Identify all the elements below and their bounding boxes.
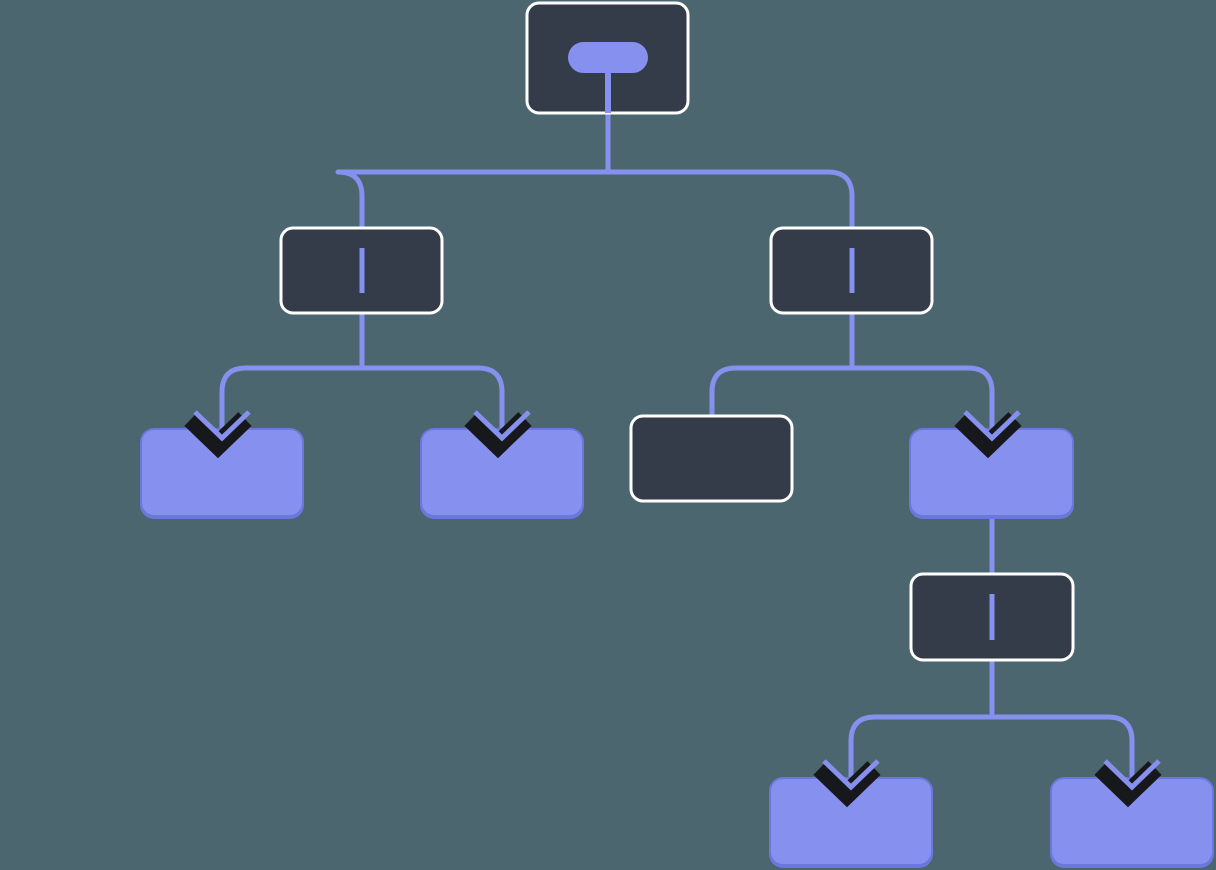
leaf-node-d-body[interactable] [911,430,1072,515]
connector-left-to-leaf-a-arrowhead-icon [193,410,251,442]
connector-lower-to-leaf-e-arrowhead-icon [822,759,880,791]
leaf-node-b[interactable] [420,428,584,519]
connector-left-to-leaf-a [219,365,362,436]
root-node-pill-icon [568,42,648,73]
connector-right-to-leaf-d-arrowhead-icon [963,410,1021,442]
connector-right-to-terminal-c [709,365,852,416]
connector-lower-to-leaf-e [848,714,992,785]
leaf-node-e[interactable] [769,777,933,868]
leaf-node-f[interactable] [1050,777,1214,868]
leaf-node-a-body[interactable] [142,430,302,515]
node-layer [140,1,1214,868]
connector-right-to-leaf-d [852,365,995,436]
leaf-node-e-body[interactable] [771,779,931,864]
terminal-node-c[interactable] [629,414,794,503]
terminal-node-c-body[interactable] [629,414,794,503]
connector-root-to-left [335,169,608,228]
connector-left-to-leaf-b-arrowhead-icon [473,410,531,442]
connector-layer [219,113,1135,785]
connector-lower-to-leaf-f [992,714,1135,785]
connector-lower-to-leaf-f-arrowhead-icon [1103,759,1161,791]
leaf-node-f-body[interactable] [1052,779,1212,864]
connector-left-to-leaf-b [362,365,505,436]
leaf-node-a[interactable] [140,428,304,519]
arrow-layer [184,410,1162,808]
root-node-pill-stem [605,72,611,113]
connector-root-to-right [608,169,855,228]
leaf-node-d[interactable] [909,428,1074,519]
leaf-node-b-body[interactable] [422,430,582,515]
root-node[interactable] [525,1,690,115]
